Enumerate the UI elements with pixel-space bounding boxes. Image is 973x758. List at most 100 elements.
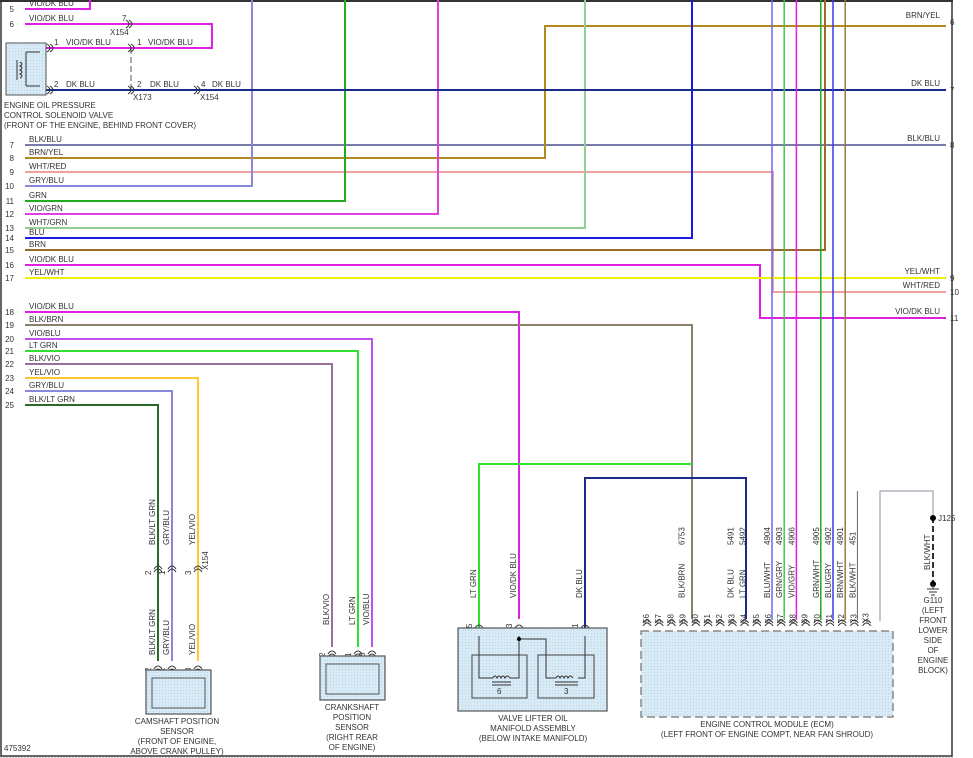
left-pin-15: 15 [5,246,14,255]
ecm-pin-X3: X3 [862,613,871,623]
ecm-pin-plug-icon [666,619,676,627]
cam-wire-lower-0: BLK/LT GRN [148,609,157,655]
ecm-wire-color-70: GRN/WHT [812,560,821,598]
engine-control-module: ENGINE CONTROL MODULE (ECM) (LEFT FRONT … [640,630,894,739]
cam-conn-plug-icon [167,565,177,573]
wire-left-24 [25,390,173,661]
cam-conn-pin-1: 1 [158,570,167,575]
left-pin-25: 25 [5,401,14,410]
ecm-pin-plug-icon [862,619,872,627]
left-wire-label-6: VIO/DK BLU [29,14,74,23]
ground-symbol-icon [927,584,939,596]
cam-name-1: CAMSHAFT POSITION [135,717,220,726]
left-pin-20: 20 [5,335,14,344]
wire-left-20 [25,338,373,647]
right-pin-6: 6 [950,18,955,27]
camshaft-position-sensor: CAMSHAFT POSITION SENSOR (FRONT OF ENGIN… [130,669,224,756]
x173-pin2-plug-icon [127,85,135,95]
wire-left-25 [25,404,159,661]
right-wire-label-6: BRN/YEL [906,11,941,20]
ecm-pin-plug-icon [679,619,689,627]
coil-3-box [537,654,595,699]
x173-pin1: 1 [137,38,142,47]
right-pin-8: 8 [950,141,955,150]
left-pin-17: 17 [5,274,14,283]
ecm-pin-73: 73 [849,614,858,623]
wire-left-19 [25,324,693,619]
ecm-pin-plug-icon [764,619,774,627]
right-wire-label-11: VIO/DK BLU [895,307,940,316]
left-wire-label-8: BRN/YEL [29,148,64,157]
left-pin-11: 11 [6,197,15,206]
ecm-pin-plug-icon [703,619,713,627]
left-pin-22: 22 [5,360,14,369]
left-wire-label-9: WHT/RED [29,162,67,171]
ecm-wire-color-59: BLK/BRN [678,564,687,598]
ecm-pin-71: 71 [825,614,834,623]
crank-wire-0: BLK/VIO [322,594,331,625]
left-wire-label-11: GRN [29,191,47,200]
x154-pin4-plug-icon [193,85,201,95]
valve-pin-2: 1 [571,623,580,628]
wire-left-23 [25,377,199,661]
ecm-pin-70: 70 [813,614,822,623]
right-pin-7: 7 [950,86,955,95]
ecm-pin-63: 63 [727,614,736,623]
ecm-circuit-71: 4902 [824,527,833,545]
sol-pin1: 1 [54,38,59,47]
cam-connector-label: X154 [201,551,210,570]
ground-wire-label: BLK/WHT [923,534,932,570]
ground-id: G110 [924,596,944,605]
ecm-wire-color-71: BLU/GRY [824,562,833,598]
ecm-circuit-59: 6753 [678,527,687,545]
crank-name-2: POSITION [333,713,371,722]
ecm-pin-61: 61 [703,614,712,623]
splice-j125-icon [930,515,936,521]
ecm-pin-62: 62 [715,614,724,623]
left-pin-21: 21 [5,347,14,356]
crankshaft-position-sensor: CRANKSHAFT POSITION SENSOR (RIGHT REAR O… [319,655,386,752]
crank-name-1: CRANKSHAFT [325,703,379,712]
left-wire-label-25: BLK/LT GRN [29,395,75,404]
ecm-circuit-73: 451 [848,531,857,545]
cam-wire-upper-0: BLK/LT GRN [148,499,157,545]
left-pin-14: 14 [5,234,14,243]
ecm-pin-plug-icon [813,619,823,627]
ecm-pin-plug-icon [642,619,652,627]
wire-left-22 [25,363,333,647]
wire-left-13 [25,0,586,229]
ecm-pin-plug-icon [740,619,750,627]
ecm-circuit-68: 4906 [787,527,796,545]
ecm-wire-color-66: BLU/WHT [763,562,772,598]
wire-left-9 [25,171,946,293]
wire-left-8 [25,25,946,159]
valve-pin-0: 5 [465,623,474,628]
ecm-pin-plug-icon [849,619,859,627]
left-pin-6: 6 [10,20,15,29]
cam-name-4: ABOVE CRANK PULLEY) [130,747,224,756]
wire-left-14 [25,0,693,239]
x173-label: X173 [133,93,152,102]
right-pin-9: 9 [950,274,955,283]
right-wire-label-9: YEL/WHT [904,267,940,276]
left-pin-8: 8 [10,154,15,163]
valve-name-2: MANIFOLD ASSEMBLY [490,724,576,733]
left-wire-label-10: GRY/BLU [29,176,64,185]
x173-pin2: 2 [137,80,142,89]
solenoid-coil-icon [18,51,40,87]
ecm-circuit-63: 5491 [726,527,735,545]
ecm-pin-56: 56 [642,614,651,623]
sol-wire2: DK BLU [66,80,95,89]
figure-id: 475392 [4,744,31,753]
ecm-pin-67: 67 [776,614,785,623]
ecm-wire-color-64: LT GRN [739,569,748,598]
ground-loc-5: OF [927,646,938,655]
left-wire-label-20: VIO/BLU [29,329,61,338]
solenoid-name-2: CONTROL SOLENOID VALVE [4,111,113,120]
ecm-wire-color-67: GRN/GRY [775,560,784,598]
right-wire-label-7: DK BLU [911,79,940,88]
ground-g110: J125 BLK/WHT G110 (LEFT FRONT LOWER SIDE… [879,490,956,675]
left-wire-label-7: BLK/BLU [29,135,62,144]
solenoid-name-1: ENGINE OIL PRESSURE [4,101,96,110]
